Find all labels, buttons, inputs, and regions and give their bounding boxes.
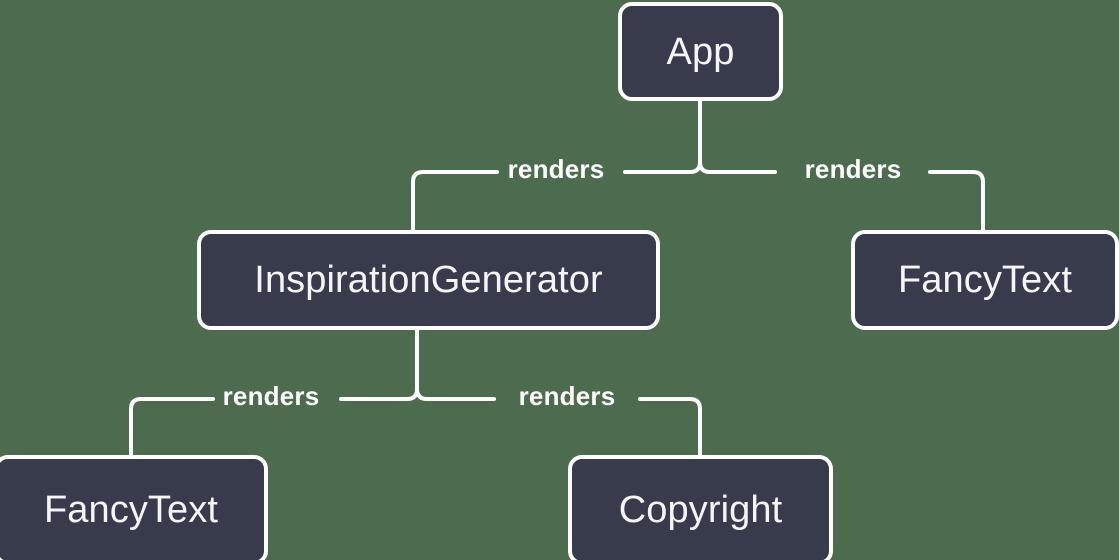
node-app-label: App bbox=[666, 30, 735, 73]
connector-inspgen-to-copyright-right bbox=[638, 397, 702, 457]
connector-app-to-inspgen bbox=[623, 160, 702, 174]
edge-label-app-to-inspiration-generator: renders bbox=[507, 154, 605, 184]
node-inspiration-generator-label: InspirationGenerator bbox=[254, 259, 603, 301]
connector-app-to-inspgen-left bbox=[411, 170, 499, 232]
connector-inspgen-to-fancytext bbox=[339, 387, 419, 401]
node-copyright[interactable]: Copyright bbox=[568, 455, 833, 560]
node-copyright-label: Copyright bbox=[618, 489, 783, 531]
edge-label-inspiration-generator-to-fancytext: renders bbox=[222, 381, 320, 411]
edge-label-inspiration-generator-to-copyright: renders bbox=[518, 381, 616, 411]
node-app[interactable]: App bbox=[618, 2, 783, 101]
node-fancytext-left[interactable]: FancyText bbox=[0, 455, 268, 560]
connector-inspgen-to-fancytext-left bbox=[129, 397, 215, 457]
edge-label-app-to-fancytext: renders bbox=[804, 154, 902, 184]
node-inspiration-generator[interactable]: InspirationGenerator bbox=[197, 230, 660, 330]
node-fancytext-left-label: FancyText bbox=[43, 489, 219, 531]
connector-app-to-fancytext bbox=[698, 160, 777, 174]
node-fancytext-right-label: FancyText bbox=[897, 259, 1073, 301]
connector-app-to-fancytext-right bbox=[928, 170, 985, 232]
connector-inspgen-to-copyright bbox=[415, 387, 496, 401]
node-fancytext-right[interactable]: FancyText bbox=[851, 230, 1119, 330]
